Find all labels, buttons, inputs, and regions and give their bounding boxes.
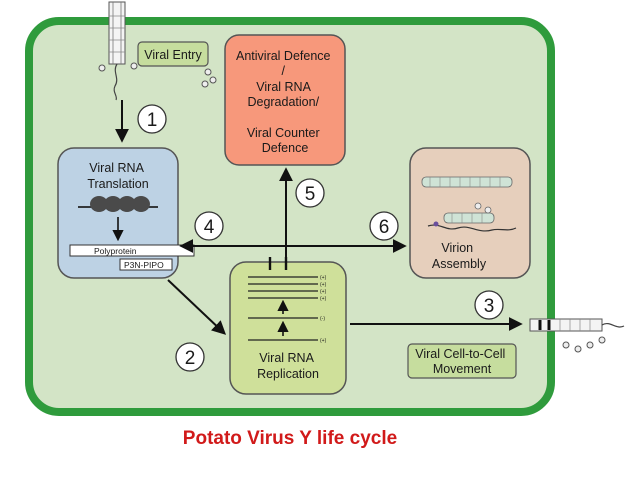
- svg-text:3: 3: [484, 296, 495, 317]
- step-2-marker: 2: [175, 342, 205, 372]
- antiviral-defence-box: [224, 34, 346, 166]
- plus-strand-label: (+): [320, 282, 327, 288]
- diagram-caption: Potato Virus Y life cycle: [183, 428, 397, 449]
- arrow-step-2: [167, 279, 227, 335]
- svg-text:4: 4: [204, 217, 215, 238]
- ribosome-icon: [78, 196, 158, 212]
- polyprotein-label: Polyprotein: [94, 246, 137, 256]
- replication-label: Viral RNA Replication: [257, 351, 319, 381]
- svg-text:1: 1: [147, 110, 158, 131]
- svg-text:2: 2: [185, 348, 196, 369]
- step-4-marker: 4: [194, 211, 224, 241]
- svg-text:5: 5: [305, 184, 316, 205]
- svg-text:6: 6: [379, 217, 390, 238]
- step-1-marker: 1: [137, 104, 167, 134]
- p3n-pipo-label: P3N-PIPO: [124, 260, 164, 270]
- plus-strand-label: (+): [320, 296, 327, 302]
- p3n-pipo-bar: [119, 258, 173, 271]
- step-5-marker: 5: [295, 178, 325, 208]
- movement-label: Viral Cell-to-Cell Movement: [415, 347, 509, 376]
- entering-virion-icon: [98, 1, 217, 101]
- movement-box: [407, 343, 517, 379]
- virion-assembly-label: Virion Assembly: [432, 241, 487, 271]
- plus-strand-label: (+): [320, 338, 327, 344]
- replication-strands: [248, 257, 318, 341]
- plus-strand-label: (+): [320, 289, 327, 295]
- minus-strand-label: (-): [320, 316, 325, 322]
- translation-label: Viral RNA Translation: [87, 161, 148, 191]
- step-6-marker: 6: [369, 211, 399, 241]
- exiting-virion-icon: [529, 318, 625, 353]
- plus-strand-label: (+): [320, 275, 327, 281]
- step-3-marker: 3: [474, 290, 504, 320]
- antiviral-label: Antiviral Defence / Viral RNA Degradatio…: [236, 49, 334, 155]
- viral-entry-box: [137, 41, 209, 67]
- virion-particles-icon: [421, 176, 517, 232]
- viral-entry-label: Viral Entry: [144, 48, 202, 62]
